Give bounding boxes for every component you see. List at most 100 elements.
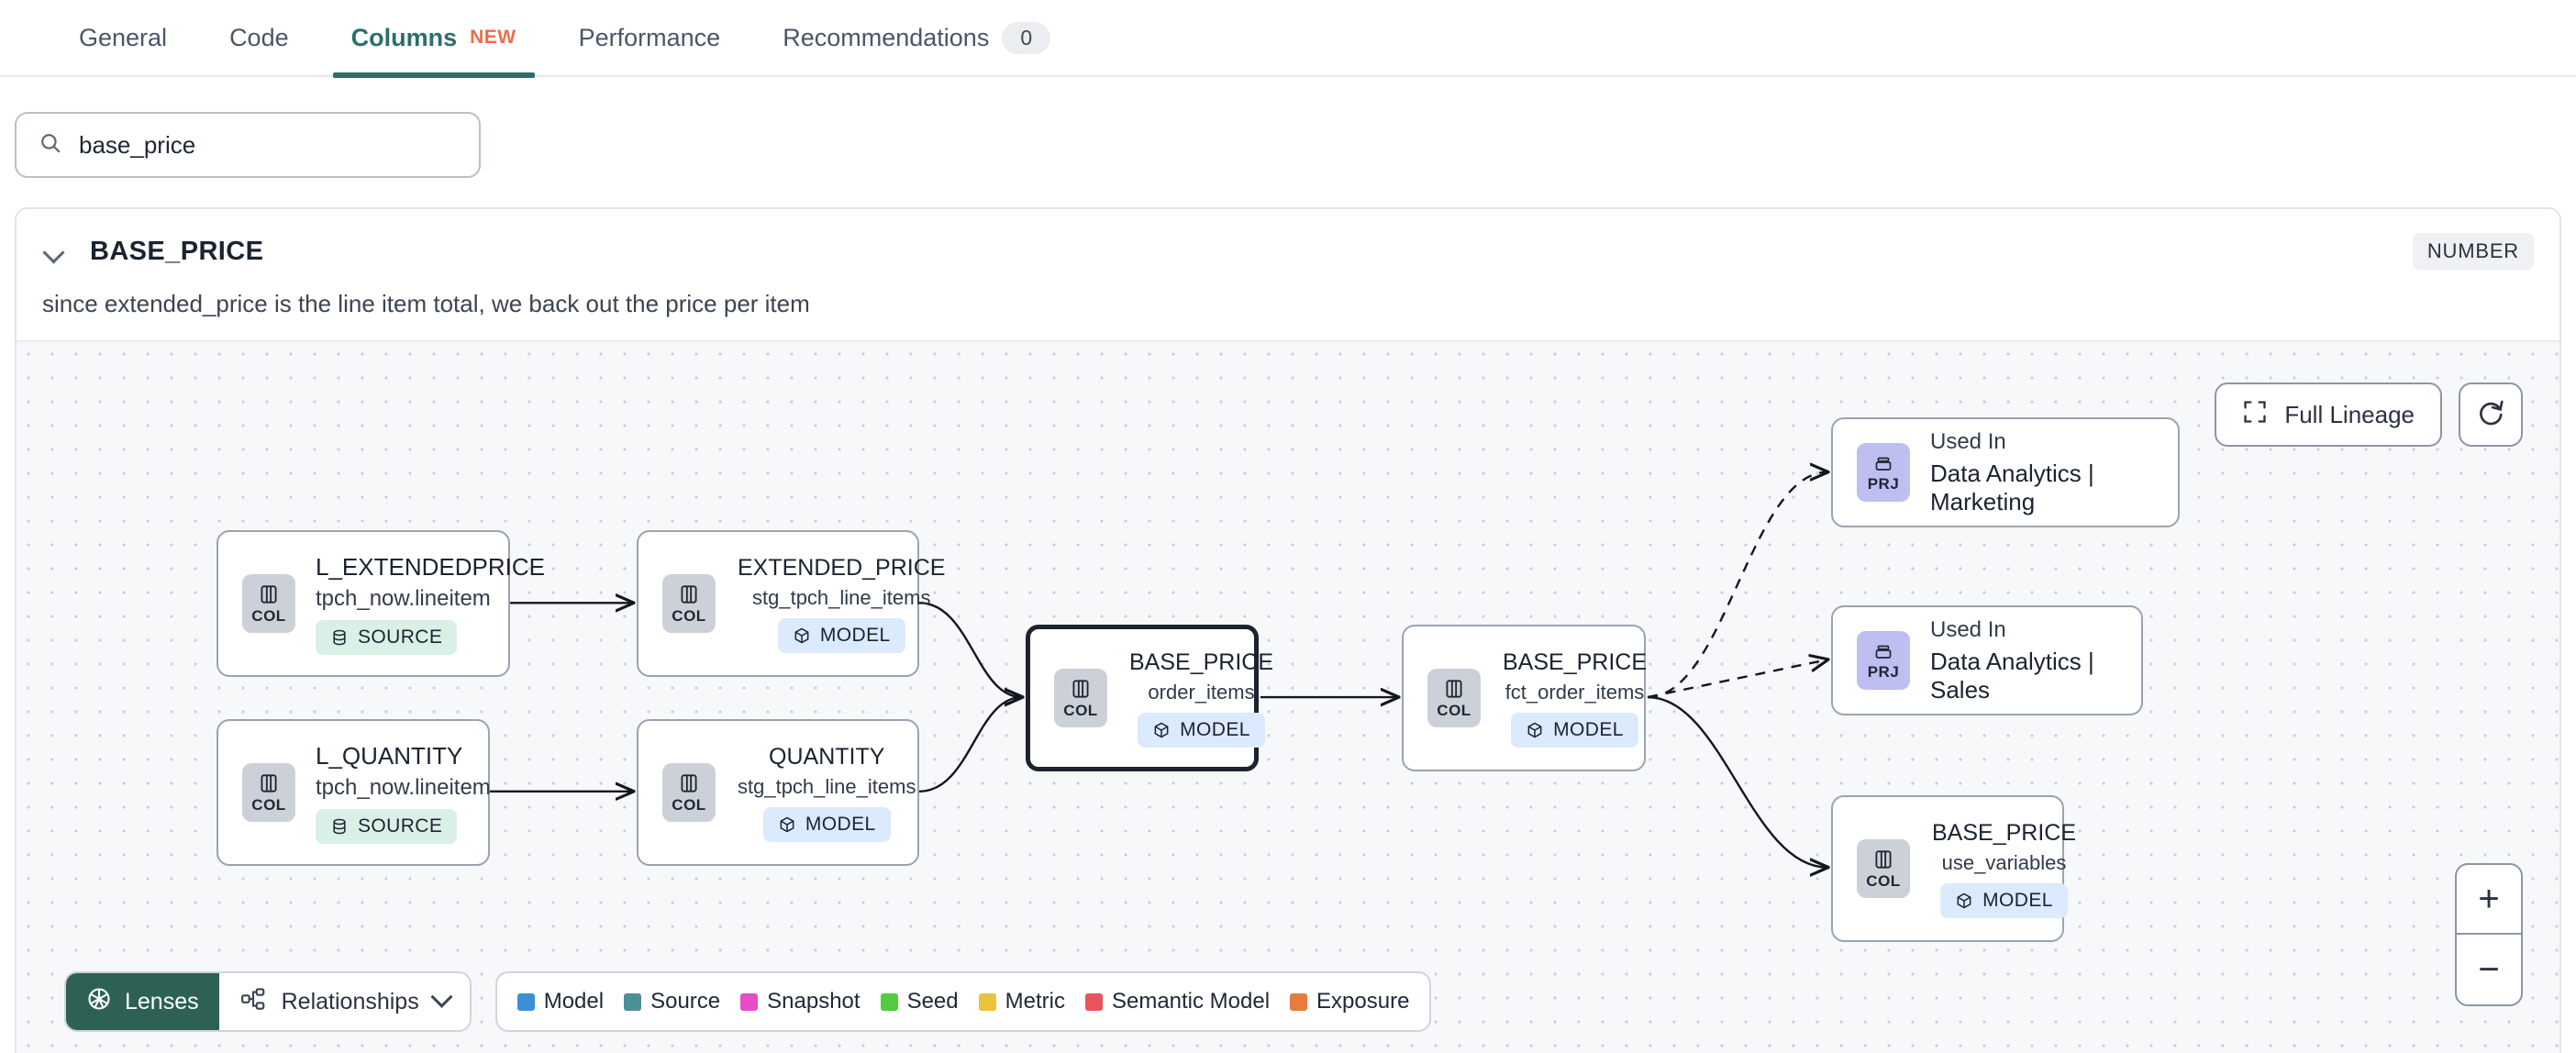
legend-swatch xyxy=(1290,992,1308,1011)
legend-label: Source xyxy=(650,989,721,1014)
aperture-icon xyxy=(86,986,112,1018)
col-icon-label: COL xyxy=(251,606,286,625)
node-body: L_EXTENDEDPRICE tpch_now.lineitem SOURCE xyxy=(295,553,567,655)
column-description: since extended_price is the line item to… xyxy=(42,290,810,317)
lineage-edges xyxy=(490,342,2559,1053)
tab-performance[interactable]: Performance xyxy=(548,0,752,76)
node-body: QUANTITY stg_tpch_line_items MODEL xyxy=(716,744,938,842)
relationships-dropdown[interactable]: Relationships xyxy=(218,973,470,1030)
tab-label: Recommendations xyxy=(783,23,990,51)
zoom-in-button[interactable]: + xyxy=(2457,865,2521,935)
refresh-button[interactable] xyxy=(2459,382,2523,447)
column-detail-panel: BASE_PRICE NUMBER since extended_price i… xyxy=(15,207,2561,1053)
node-subtitle: tpch_now.lineitem xyxy=(316,774,491,800)
cube-icon xyxy=(794,627,809,643)
tab-label: Code xyxy=(229,23,289,51)
lineage-node-project-marketing[interactable]: PRJ Used In Data Analytics | Marketing xyxy=(1831,417,2180,527)
lineage-legend: Model Source Snapshot Seed Metric xyxy=(494,971,1432,1032)
lineage-node-quantity[interactable]: COL QUANTITY stg_tpch_line_items MODEL xyxy=(637,719,919,866)
col-icon-label: COL xyxy=(1063,701,1098,719)
prj-icon-label: PRJ xyxy=(1867,474,1900,493)
cube-icon xyxy=(1154,722,1169,737)
expand-corners-icon xyxy=(2242,399,2268,431)
node-type-badge: MODEL xyxy=(1138,712,1265,748)
legend-item-model: Model xyxy=(516,989,605,1014)
node-body: BASE_PRICE order_items MODEL xyxy=(1107,649,1295,748)
cube-icon xyxy=(1527,722,1542,737)
lineage-node-base-price-use-variables[interactable]: COL BASE_PRICE use_variables MODEL xyxy=(1831,795,2076,942)
zoom-out-button[interactable]: − xyxy=(2478,948,2500,990)
lenses-button[interactable]: Lenses xyxy=(66,973,219,1030)
database-icon xyxy=(333,629,346,645)
legend-swatch xyxy=(978,992,996,1011)
lineage-node-l-quantity[interactable]: COL L_QUANTITY tpch_now.lineitem SOURCE xyxy=(217,719,491,866)
tab-label: Performance xyxy=(578,23,721,51)
legend-item-source: Source xyxy=(624,989,720,1014)
lineage-node-l-extendedprice[interactable]: COL L_EXTENDEDPRICE tpch_now.lineitem SO… xyxy=(217,530,545,677)
node-title: EXTENDED_PRICE xyxy=(738,554,946,581)
node-subtitle: use_variables xyxy=(1941,850,2067,874)
node-subtitle: stg_tpch_line_items xyxy=(738,774,916,798)
node-subtitle: Data Analytics | Sales xyxy=(1930,647,2094,704)
badge-label: MODEL xyxy=(805,813,876,835)
node-subtitle: fct_order_items xyxy=(1505,680,1645,704)
node-subtitle: stg_tpch_line_items xyxy=(752,585,931,609)
search-input[interactable] xyxy=(79,130,457,160)
legend-item-seed: Seed xyxy=(880,989,959,1014)
legend-item-semantic-model: Semantic Model xyxy=(1084,989,1271,1014)
node-type-badge: MODEL xyxy=(1940,882,2068,918)
tab-bar: General Code Columns NEW Performance Rec… xyxy=(0,0,2576,78)
legend-label: Semantic Model xyxy=(1111,989,1271,1014)
node-title: QUANTITY xyxy=(769,743,885,770)
lineage-node-project-sales[interactable]: PRJ Used In Data Analytics | Sales xyxy=(1831,605,2143,715)
chevron-down-icon xyxy=(430,985,453,1008)
search-icon xyxy=(39,131,62,160)
refresh-icon xyxy=(2476,398,2505,432)
database-icon xyxy=(333,818,346,834)
legend-item-snapshot: Snapshot xyxy=(740,989,861,1014)
lenses-label: Lenses xyxy=(125,988,199,1014)
tab-general[interactable]: General xyxy=(48,0,198,76)
node-type-badge: MODEL xyxy=(1511,712,1638,748)
node-title: BASE_PRICE xyxy=(1129,648,1274,675)
col-icon-label: COL xyxy=(1437,701,1471,719)
new-badge: NEW xyxy=(470,27,516,48)
lenses-relationships-group: Lenses Relationships xyxy=(64,971,472,1032)
search-box[interactable] xyxy=(15,112,481,178)
col-icon: COL xyxy=(242,763,295,822)
lineage-node-extended-price[interactable]: COL EXTENDED_PRICE stg_tpch_line_items M… xyxy=(637,530,945,677)
badge-label: MODEL xyxy=(1982,889,2053,911)
full-lineage-button[interactable]: Full Lineage xyxy=(2215,382,2442,447)
col-icon-label: COL xyxy=(672,606,706,625)
lineage-node-base-price-order-items[interactable]: COL BASE_PRICE order_items MODEL xyxy=(1026,625,1273,771)
badge-label: MODEL xyxy=(1180,718,1250,740)
prj-icon-label: PRJ xyxy=(1867,662,1900,681)
legend-swatch xyxy=(740,992,759,1011)
lineage-canvas[interactable]: COL L_EXTENDEDPRICE tpch_now.lineitem SO… xyxy=(17,340,2559,1053)
tab-columns[interactable]: Columns NEW xyxy=(320,0,548,78)
cube-icon xyxy=(1957,892,1971,908)
tab-code[interactable]: Code xyxy=(198,0,320,76)
col-icon: COL xyxy=(1857,839,1910,898)
node-body: Used In Data Analytics | Sales xyxy=(1910,617,2141,704)
full-lineage-label: Full Lineage xyxy=(2284,400,2415,428)
legend-label: Model xyxy=(543,989,605,1014)
legend-label: Snapshot xyxy=(767,989,861,1014)
lineage-node-base-price-fct-order-items[interactable]: COL BASE_PRICE fct_order_items MODEL xyxy=(1402,625,1648,771)
canvas-top-controls: Full Lineage xyxy=(2215,382,2523,447)
recommendations-count-badge: 0 xyxy=(1002,21,1051,54)
badge-label: SOURCE xyxy=(358,626,443,648)
tab-recommendations[interactable]: Recommendations 0 xyxy=(751,0,1082,76)
col-icon: COL xyxy=(1054,669,1107,727)
chevron-down-icon[interactable] xyxy=(42,239,66,263)
col-icon-label: COL xyxy=(1866,871,1901,890)
node-subtitle: order_items xyxy=(1148,680,1255,704)
node-title: BASE_PRICE xyxy=(1503,648,1648,675)
prj-icon: PRJ xyxy=(1857,631,1910,690)
node-type-badge: SOURCE xyxy=(316,619,458,655)
badge-label: MODEL xyxy=(1553,718,1624,740)
legend-swatch xyxy=(624,992,642,1011)
node-title: Used In xyxy=(1930,616,2006,642)
node-body: L_QUANTITY tpch_now.lineitem SOURCE xyxy=(295,742,513,844)
cube-icon xyxy=(780,816,794,832)
